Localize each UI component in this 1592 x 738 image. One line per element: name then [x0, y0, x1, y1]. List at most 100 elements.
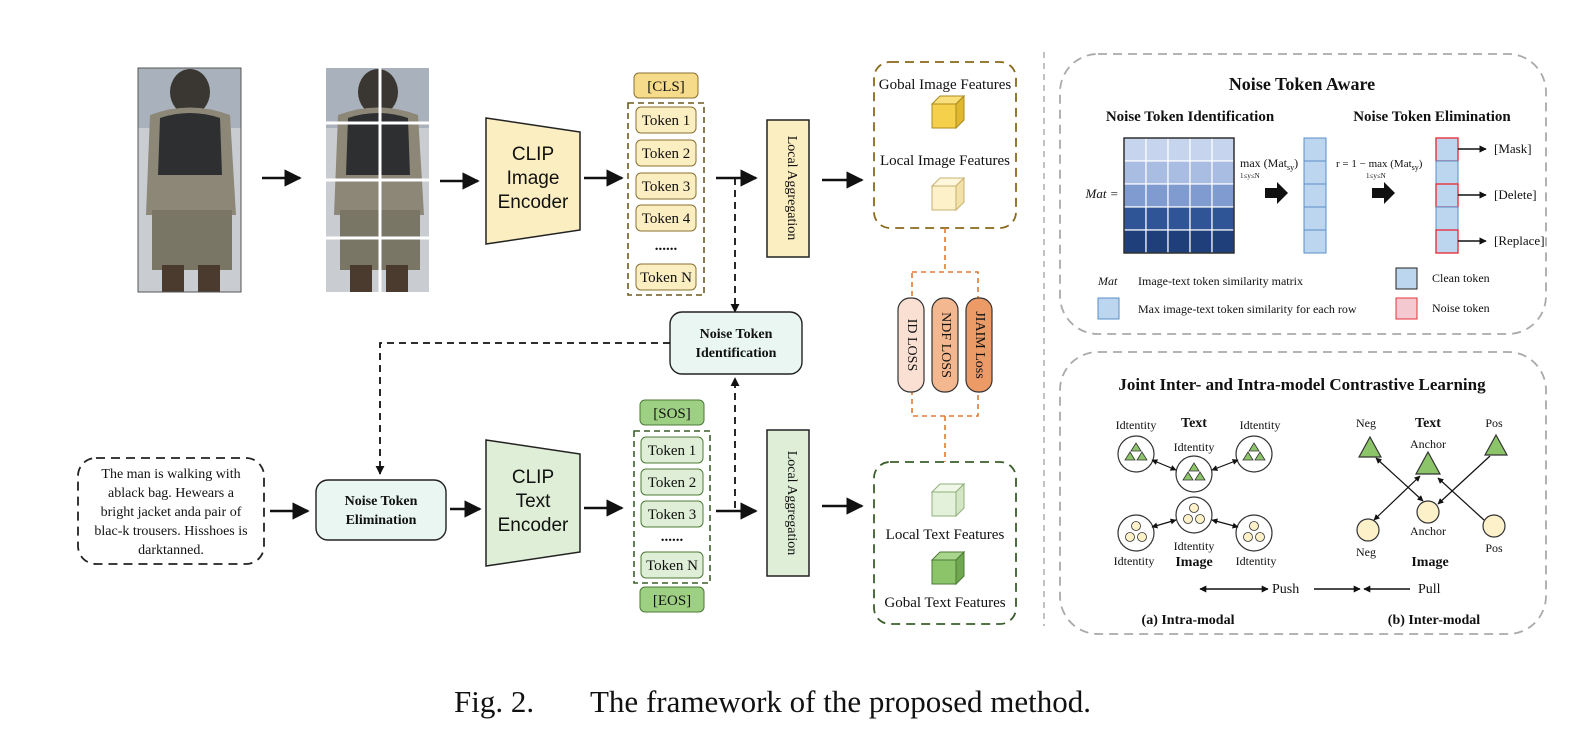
- inter-pos-top: Pos: [1485, 416, 1503, 430]
- noise-token-identification-box: Noise Token Identification: [669, 311, 803, 375]
- mat-label: Mat =: [1085, 186, 1119, 201]
- inter-neg-top: Neg: [1356, 416, 1376, 430]
- global-text-cube: [930, 550, 966, 586]
- inter-modal-graph: Neg Text Pos Anchor Anchor Neg Image Pos: [1356, 416, 1509, 570]
- global-text-features-label: Gobal Text Features: [884, 595, 1005, 611]
- r-formula-sub: 1≤y≤N: [1366, 172, 1386, 180]
- text-token-column: [SOS] Token 1 Token 2 Token 3 ...... Tok…: [633, 399, 711, 613]
- action-mask: [Mask]: [1494, 141, 1532, 156]
- legend-noise: Noise token: [1432, 301, 1490, 315]
- inter-pos-bottom: Pos: [1485, 541, 1503, 555]
- r-formula: r = 1 − max (Matsy): [1336, 158, 1423, 172]
- noise-token-elimination-box: Noise Token Elimination: [315, 479, 447, 541]
- image-aggregation-label: Local Aggregation: [784, 136, 799, 241]
- local-text-features-label: Local Text Features: [886, 527, 1005, 543]
- eos-token: [EOS]: [653, 593, 691, 609]
- bold-arrow-2: [1372, 182, 1395, 204]
- legend-mat-term: Mat: [1097, 274, 1118, 288]
- text-line-1: The man is walking with: [101, 467, 240, 482]
- image-token-ellipsis: ......: [655, 238, 678, 254]
- image-token-n: Token N: [640, 270, 692, 286]
- nta-elimination-heading: Noise Token Elimination: [1353, 109, 1511, 125]
- text-features-box: Local Text Features Gobal Text Features: [873, 461, 1017, 625]
- global-image-features-label: Gobal Image Features: [879, 77, 1012, 93]
- text-local-aggregation: Local Aggregation: [766, 429, 810, 577]
- text-description: The man is walking with ablack bag. Hewe…: [77, 457, 265, 565]
- legend-max-swatch: [1097, 297, 1120, 320]
- image-encoder-line-3: Encoder: [498, 192, 569, 213]
- pull-label: Pull: [1418, 582, 1441, 597]
- text-token-2: Token 2: [648, 475, 697, 491]
- text-line-5: darktanned.: [138, 543, 204, 558]
- nta-identification-heading: Noise Token Identification: [1106, 109, 1275, 125]
- image-token-column: [CLS] Token 1 Token 2 Token 3 Token 4 ..…: [627, 72, 705, 296]
- push-label: Push: [1272, 582, 1299, 597]
- local-image-cube: [930, 176, 966, 212]
- bold-arrow-1: [1265, 182, 1288, 204]
- text-line-2: ablack bag. Hewears a: [108, 486, 235, 501]
- max-similarity-column: [1303, 137, 1327, 254]
- image-features-box: Gobal Image Features Local Image Feature…: [873, 61, 1017, 229]
- max-formula-sub: 1≤y≤N: [1240, 172, 1260, 180]
- image-token-4: Token 4: [642, 211, 691, 227]
- image-encoder-line-1: CLIP: [512, 144, 554, 165]
- patched-image: [326, 68, 429, 292]
- loss-group: ID LOSS NDF LOSS JIAIM Loss: [897, 228, 993, 462]
- intra-modal-caption: (a) Intra-modal: [1142, 613, 1235, 628]
- intra-identity-bl: Idtentity: [1114, 554, 1155, 568]
- identification-line-2: Identification: [696, 346, 777, 361]
- legend-mat-desc: Image-text token similarity matrix: [1138, 274, 1303, 288]
- intra-identity-tr: Idtentity: [1240, 418, 1281, 432]
- intra-text-label: Text: [1181, 416, 1207, 431]
- id-loss-label: ID LOSS: [904, 319, 919, 372]
- pedestrian-image: [137, 67, 242, 293]
- text-encoder-line-1: CLIP: [512, 467, 554, 488]
- dashed-identification-to-elimination: [375, 342, 670, 475]
- intra-identity-br: Idtentity: [1236, 554, 1277, 568]
- inter-anchor-top: Anchor: [1410, 437, 1446, 451]
- inter-image-label: Image: [1411, 555, 1448, 570]
- clip-image-encoder: CLIP Image Encoder: [485, 117, 581, 245]
- inter-modal-caption: (b) Inter-modal: [1388, 613, 1481, 628]
- legend-clean: Clean token: [1432, 271, 1490, 285]
- text-encoder-line-3: Encoder: [498, 515, 569, 536]
- action-replace: [Replace]: [1494, 233, 1545, 248]
- jiaim-loss-label: JIAIM Loss: [972, 311, 987, 378]
- joint-contrastive-panel: Joint Inter- and Intra-model Contrastive…: [1059, 351, 1547, 635]
- global-image-cube: [930, 94, 966, 130]
- inter-text-label: Text: [1415, 416, 1441, 431]
- noise-token-column: [1435, 137, 1459, 254]
- text-token-3: Token 3: [648, 507, 697, 523]
- text-line-4: blac-k trousers. Hisshoes is: [94, 524, 247, 539]
- inter-neg-bottom: Neg: [1356, 545, 1376, 559]
- action-delete: [Delete]: [1494, 187, 1537, 202]
- local-text-cube: [930, 482, 966, 518]
- text-aggregation-label: Local Aggregation: [784, 451, 799, 556]
- inter-anchor-bottom: Anchor: [1410, 524, 1446, 538]
- similarity-matrix: [1123, 137, 1235, 254]
- intra-identity-tl: Idtentity: [1116, 418, 1157, 432]
- intra-image-label: Image: [1175, 555, 1212, 570]
- ndf-loss-label: NDF LOSS: [938, 312, 953, 378]
- image-token-2: Token 2: [642, 146, 691, 162]
- image-local-aggregation: Local Aggregation: [766, 119, 810, 258]
- text-token-1: Token 1: [648, 443, 697, 459]
- sos-token: [SOS]: [653, 406, 691, 422]
- jcl-title: Joint Inter- and Intra-model Contrastive…: [1118, 375, 1486, 394]
- image-token-1: Token 1: [642, 113, 691, 129]
- intra-identity-center: Idtentity: [1174, 440, 1215, 454]
- figure-caption: The framework of the proposed method.: [590, 684, 1091, 719]
- text-encoder-line-2: Text: [516, 491, 552, 512]
- noise-token-aware-panel: Noise Token Aware Noise Token Identifica…: [1059, 53, 1547, 335]
- clip-text-encoder: CLIP Text Encoder: [485, 439, 581, 567]
- intra-identity-image-center: Idtentity: [1174, 539, 1215, 553]
- image-token-3: Token 3: [642, 179, 691, 195]
- legend-clean-swatch: [1395, 267, 1418, 290]
- intra-modal-graph: Idtentity Text Idtentity Idtentity: [1114, 416, 1281, 570]
- local-image-features-label: Local Image Features: [880, 153, 1010, 169]
- elimination-line-2: Elimination: [346, 513, 417, 528]
- text-token-ellipsis: ......: [661, 529, 684, 545]
- image-encoder-line-2: Image: [507, 168, 560, 189]
- identification-line-1: Noise Token: [700, 327, 773, 342]
- text-line-3: bright jacket anda pair of: [101, 505, 242, 520]
